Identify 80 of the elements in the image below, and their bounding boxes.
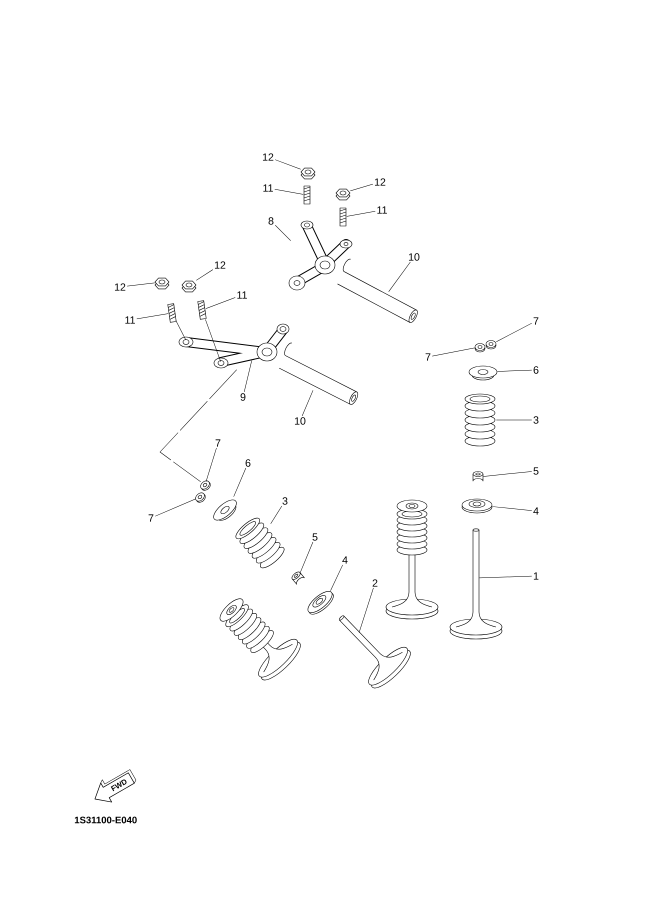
collet-drawing (195, 492, 206, 503)
callout-number: 11 (237, 291, 247, 299)
leader-line (432, 348, 475, 356)
callout-number: 11 (125, 316, 135, 324)
stud-drawing (167, 303, 177, 323)
spring-drawing (464, 394, 496, 446)
callout-number: 7 (426, 353, 430, 361)
leader-line (270, 506, 282, 524)
callout-number: 9 (240, 393, 246, 401)
leader-line (346, 210, 376, 217)
leader-line (302, 390, 314, 416)
leader-line (196, 269, 214, 281)
rocker-arm-drawing (178, 324, 290, 368)
leader-line (492, 506, 532, 511)
leader-line (176, 320, 186, 340)
nut-drawing (336, 188, 350, 200)
leader-line (330, 564, 343, 591)
shaft-drawing (278, 342, 358, 405)
callout-number: 11 (263, 184, 273, 192)
spring-drawing (236, 518, 284, 568)
callout-number: 1 (534, 572, 538, 580)
seat-drawing (308, 591, 334, 615)
callout-number: 6 (534, 366, 538, 374)
callout-number: 5 (534, 467, 538, 475)
callout-number: 5 (312, 533, 318, 541)
rocker-arm-drawing (288, 220, 352, 290)
leader-line (244, 360, 252, 392)
callout-number: 2 (372, 579, 378, 587)
callout-number: 12 (114, 283, 126, 291)
stud-drawing (340, 208, 346, 226)
nut-drawing (182, 280, 196, 292)
callout-number: 3 (533, 416, 538, 424)
leader-line (136, 313, 168, 320)
retainer-drawing (468, 366, 498, 380)
leader-line (350, 184, 374, 192)
stud-drawing (304, 186, 310, 204)
callout-number: 7 (216, 439, 220, 447)
callout-number: 12 (214, 261, 226, 269)
collet-drawing (486, 340, 496, 350)
collet-drawing (474, 343, 486, 352)
nut-drawing (300, 168, 316, 180)
leader-line (205, 319, 221, 362)
callout-number: 12 (374, 178, 386, 186)
callout-number: 3 (282, 497, 288, 505)
leader-line (126, 282, 155, 286)
seat-drawing (462, 498, 492, 514)
leader-line (358, 588, 374, 633)
leader-line (274, 188, 304, 195)
callout-number: 10 (294, 417, 306, 425)
valve-drawing (338, 615, 411, 688)
callout-number: 12 (262, 153, 274, 161)
callout-number: 10 (408, 253, 420, 261)
leader-line (160, 369, 237, 482)
callout-number: 7 (534, 317, 538, 325)
leader-line (483, 471, 532, 477)
leader-line (206, 448, 217, 482)
valve-drawing (450, 528, 502, 640)
leader-line (274, 224, 291, 241)
leader-line (300, 542, 314, 573)
seal-drawing (292, 572, 305, 585)
leader-line (154, 498, 196, 516)
callout-number: 4 (342, 556, 348, 564)
leader-line (206, 297, 236, 309)
callout-number: 11 (377, 206, 387, 214)
nut-drawing (154, 278, 170, 290)
leader-line (388, 262, 411, 292)
collet-drawing (200, 480, 211, 491)
callout-number: 8 (268, 217, 274, 225)
leader-line (274, 159, 301, 170)
seal-drawing (472, 471, 484, 482)
stud-drawing (197, 300, 207, 320)
callout-number: 6 (246, 459, 250, 467)
diagram-code: 1S31100-E040 (74, 816, 137, 824)
leader-line (497, 370, 532, 372)
leader-line (479, 576, 532, 578)
leader-line (496, 322, 532, 342)
callout-number: 4 (533, 507, 539, 515)
callout-number: 7 (148, 514, 154, 522)
leader-line (233, 468, 246, 497)
retainer-drawing (213, 500, 237, 521)
